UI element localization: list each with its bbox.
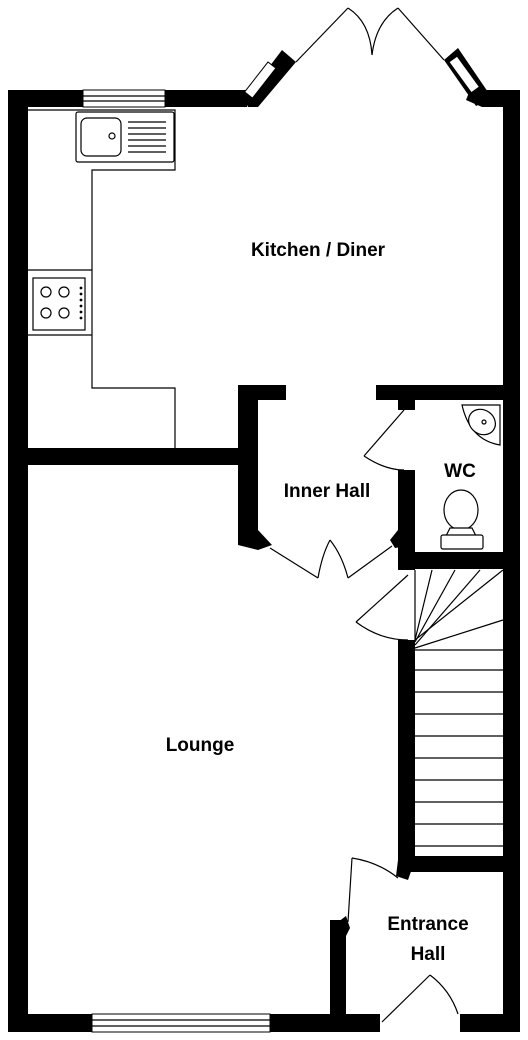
wall-wc-bottom <box>398 552 520 569</box>
bay-wall-left <box>244 50 296 107</box>
room-label-kitchen: Kitchen / Diner <box>251 240 386 261</box>
wall-bottom-right <box>460 1014 520 1032</box>
wall-kitchen-lounge <box>8 448 258 465</box>
wall-left <box>8 90 28 1032</box>
inner-hall-walls <box>238 385 520 579</box>
bay-window-left <box>243 61 277 99</box>
room-label-lounge: Lounge <box>166 735 235 756</box>
sink-icon <box>75 111 175 163</box>
entrance-walls <box>330 857 459 1032</box>
french-door-bay <box>240 7 492 107</box>
toilet-icon <box>440 489 484 550</box>
room-label-wc: WC <box>444 461 476 482</box>
bay-window-right <box>448 55 481 94</box>
window-top <box>82 89 166 108</box>
room-label-entrance-line2: Hall <box>411 944 446 965</box>
wall-top-mid <box>165 90 247 107</box>
kitchen-worktop <box>28 109 176 448</box>
outer-walls <box>8 90 520 1032</box>
basin-icon <box>461 404 501 446</box>
wall-top-left <box>8 90 83 107</box>
wall-bottom-left <box>8 1014 92 1032</box>
wall-bottom-mid <box>270 1014 380 1032</box>
room-label-inner-hall: Inner Hall <box>284 481 371 502</box>
hob-icon <box>32 277 86 331</box>
window-bottom <box>91 1013 271 1033</box>
room-label-entrance-line1: Entrance <box>387 914 468 935</box>
staircase <box>355 569 520 880</box>
